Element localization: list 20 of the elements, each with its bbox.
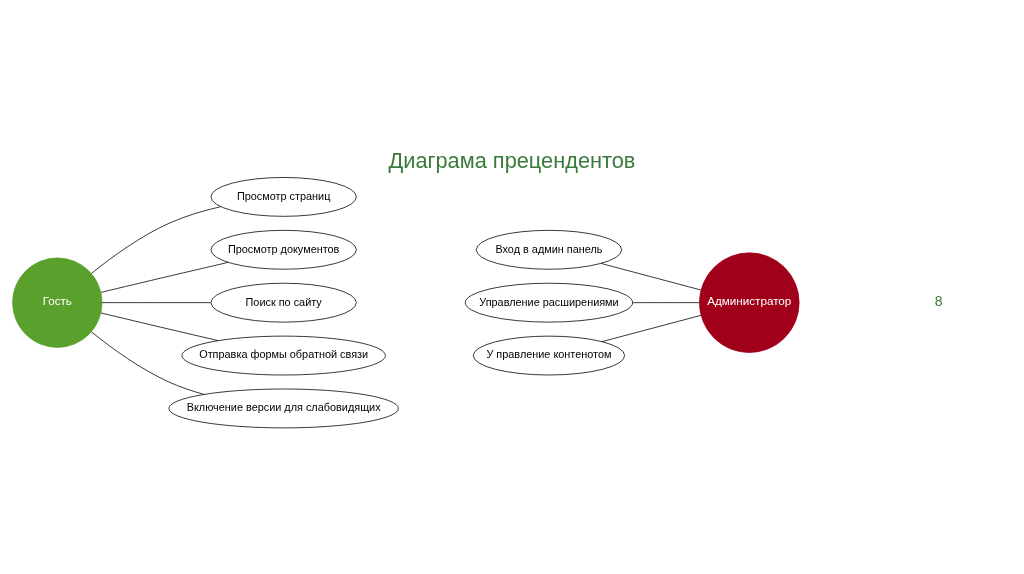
node-ellipse: Просмотр страниц xyxy=(210,176,357,217)
diagram-title: Диаграма прецендентов xyxy=(388,147,636,173)
node-ellipse: Включение версии для слабовидящих xyxy=(168,388,399,428)
connector xyxy=(90,330,205,395)
node-ellipse: Поиск по сайту xyxy=(210,282,357,322)
connector xyxy=(100,312,219,341)
connector xyxy=(90,205,221,274)
node-ellipse: Отправка формы обратной связи xyxy=(181,335,386,375)
connector xyxy=(601,314,702,342)
node-ellipse: Вход в админ панель xyxy=(475,229,623,270)
connector xyxy=(632,301,700,303)
node-ellipse: Просмотр документов xyxy=(210,229,357,270)
node-ellipse: Управление расширениями xyxy=(464,282,634,322)
node-circle: Гость xyxy=(12,257,103,348)
connector xyxy=(101,301,212,303)
node-ellipse: У правление контенотом xyxy=(472,335,626,375)
node-circle: Администратор xyxy=(699,251,800,353)
connector xyxy=(600,262,702,290)
connector xyxy=(100,261,229,293)
label: 8 xyxy=(934,292,943,309)
